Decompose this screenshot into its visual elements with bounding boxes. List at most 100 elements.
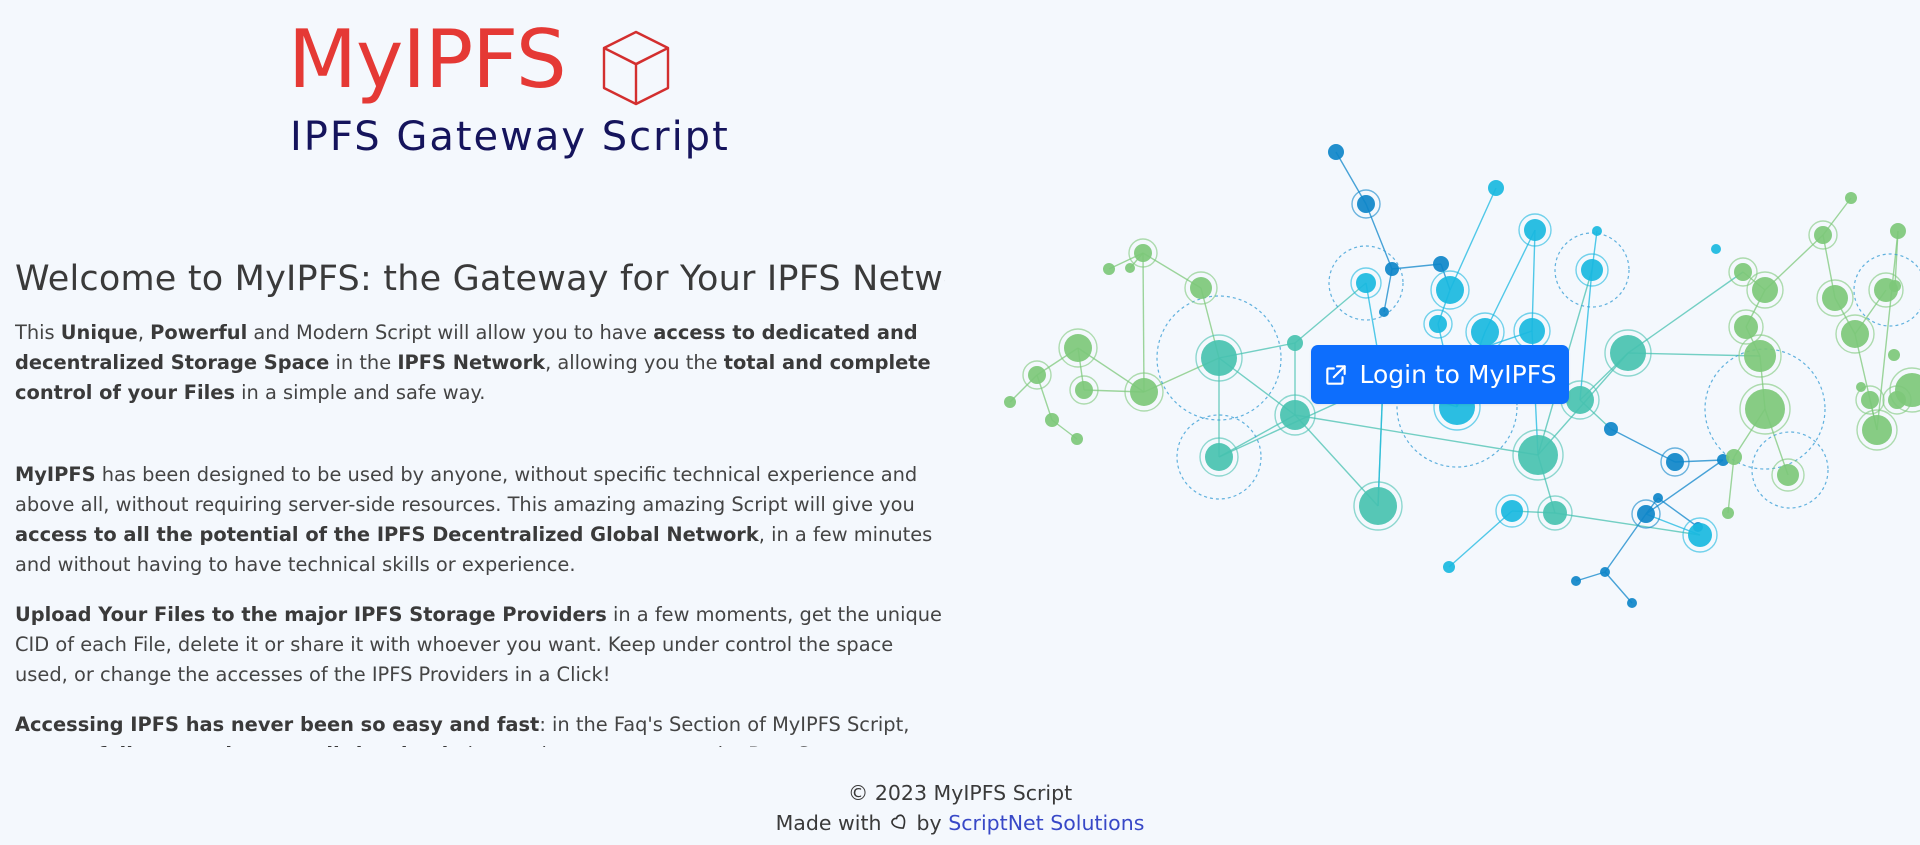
network-node: [1822, 285, 1848, 311]
network-node: [1134, 244, 1152, 262]
network-node-ring: [1022, 360, 1052, 390]
network-node: [1356, 273, 1376, 293]
network-node: [1075, 381, 1093, 399]
network-halo: [1554, 232, 1630, 308]
network-edge: [1142, 252, 1145, 393]
network-node: [1524, 219, 1546, 241]
network-node: [1734, 315, 1758, 339]
network-node: [1488, 180, 1504, 196]
network-node: [1287, 335, 1303, 351]
network-node: [1125, 263, 1135, 273]
company-link[interactable]: ScriptNet Solutions: [948, 811, 1145, 835]
network-node-ring: [1058, 328, 1098, 368]
network-node: [1888, 349, 1900, 361]
footer-made-with: Made with: [775, 811, 882, 835]
network-node: [1064, 334, 1092, 362]
network-node: [1205, 443, 1233, 471]
network-node-ring: [1350, 267, 1382, 299]
network-node: [1814, 226, 1832, 244]
network-node: [1734, 263, 1752, 281]
network-node-ring: [1124, 372, 1164, 412]
network-node-ring: [1512, 429, 1564, 481]
network-edge: [1627, 271, 1744, 354]
network-edge: [1876, 230, 1899, 431]
logo: MyIPFS IPFS Gateway Script: [288, 14, 728, 164]
network-edge: [1449, 187, 1497, 291]
network-node: [1071, 433, 1083, 445]
network-edge: [1335, 151, 1367, 205]
network-node-ring: [1868, 272, 1904, 308]
network-edge: [1727, 456, 1735, 514]
network-node: [1280, 400, 1310, 430]
network-node: [1543, 501, 1567, 525]
network-node: [1501, 500, 1523, 522]
footer: © 2023 MyIPFS Script Made with by Script…: [0, 778, 1920, 838]
network-node: [1890, 223, 1906, 239]
cube-icon: [602, 30, 670, 106]
network-node: [1726, 449, 1742, 465]
network-node: [1627, 598, 1637, 608]
network-node-ring: [1537, 495, 1573, 531]
network-node: [1600, 567, 1610, 577]
network-node-ring: [1771, 458, 1805, 492]
network-node: [1711, 244, 1721, 254]
network-node-ring: [1816, 279, 1854, 317]
network-node-ring: [1575, 253, 1609, 287]
network-node: [1688, 523, 1712, 547]
network-node: [1581, 259, 1603, 281]
network-node: [1856, 382, 1866, 392]
intro-paragraph-4: Accessing IPFS has never been so easy an…: [15, 713, 910, 747]
network-node: [1752, 277, 1778, 303]
network-node: [1571, 576, 1581, 586]
network-node: [1653, 493, 1663, 503]
network-node: [1777, 464, 1799, 486]
network-node-ring: [1739, 383, 1791, 435]
network-node-ring: [1660, 447, 1690, 477]
network-node: [1666, 453, 1684, 471]
network-node-ring: [1738, 334, 1782, 378]
network-node-ring: [1128, 238, 1158, 268]
network-node: [1841, 320, 1869, 348]
network-node-ring: [1351, 189, 1381, 219]
network-halo: [1328, 245, 1404, 321]
footer-by: by: [916, 811, 942, 835]
login-button[interactable]: Login to MyIPFS: [1311, 345, 1569, 404]
network-node: [1359, 487, 1397, 525]
network-halo: [1751, 431, 1829, 509]
intro-paragraph-2: MyIPFS has been designed to be used by a…: [15, 463, 933, 576]
network-edge: [1894, 230, 1899, 287]
network-edge: [1657, 497, 1699, 528]
network-node-ring: [1184, 271, 1218, 305]
network-node: [1357, 195, 1375, 213]
network-edge: [1604, 513, 1647, 573]
network-node: [1637, 505, 1655, 523]
network-edge: [1365, 203, 1393, 270]
network-node-ring: [1746, 271, 1784, 309]
network-node-ring: [1808, 220, 1838, 250]
heart-icon: [891, 814, 906, 829]
network-node: [1045, 413, 1059, 427]
network-node: [1874, 278, 1898, 302]
network-edge: [1448, 510, 1513, 568]
network-node-ring: [1353, 481, 1403, 531]
network-node: [1845, 192, 1857, 204]
network-node-ring: [1495, 494, 1529, 528]
network-node: [1745, 389, 1785, 429]
intro-content: Welcome to MyIPFS: the Gateway for Your …: [15, 250, 945, 747]
network-node: [1862, 415, 1892, 445]
network-node: [1379, 307, 1389, 317]
network-node: [1429, 315, 1447, 333]
network-node: [1744, 340, 1776, 372]
network-node-ring: [1199, 437, 1239, 477]
network-node: [1443, 561, 1455, 573]
network-halo: [1176, 414, 1262, 500]
network-node: [1519, 318, 1545, 344]
intro-paragraph-3: Upload Your Files to the major IPFS Stor…: [15, 603, 942, 686]
logo-subtitle: IPFS Gateway Script: [290, 114, 730, 160]
network-edge: [1645, 459, 1724, 515]
network-node: [1130, 378, 1158, 406]
network-edge: [1142, 252, 1202, 289]
network-node-ring: [1423, 309, 1453, 339]
network-node: [1028, 366, 1046, 384]
network-node-ring: [1604, 329, 1652, 377]
